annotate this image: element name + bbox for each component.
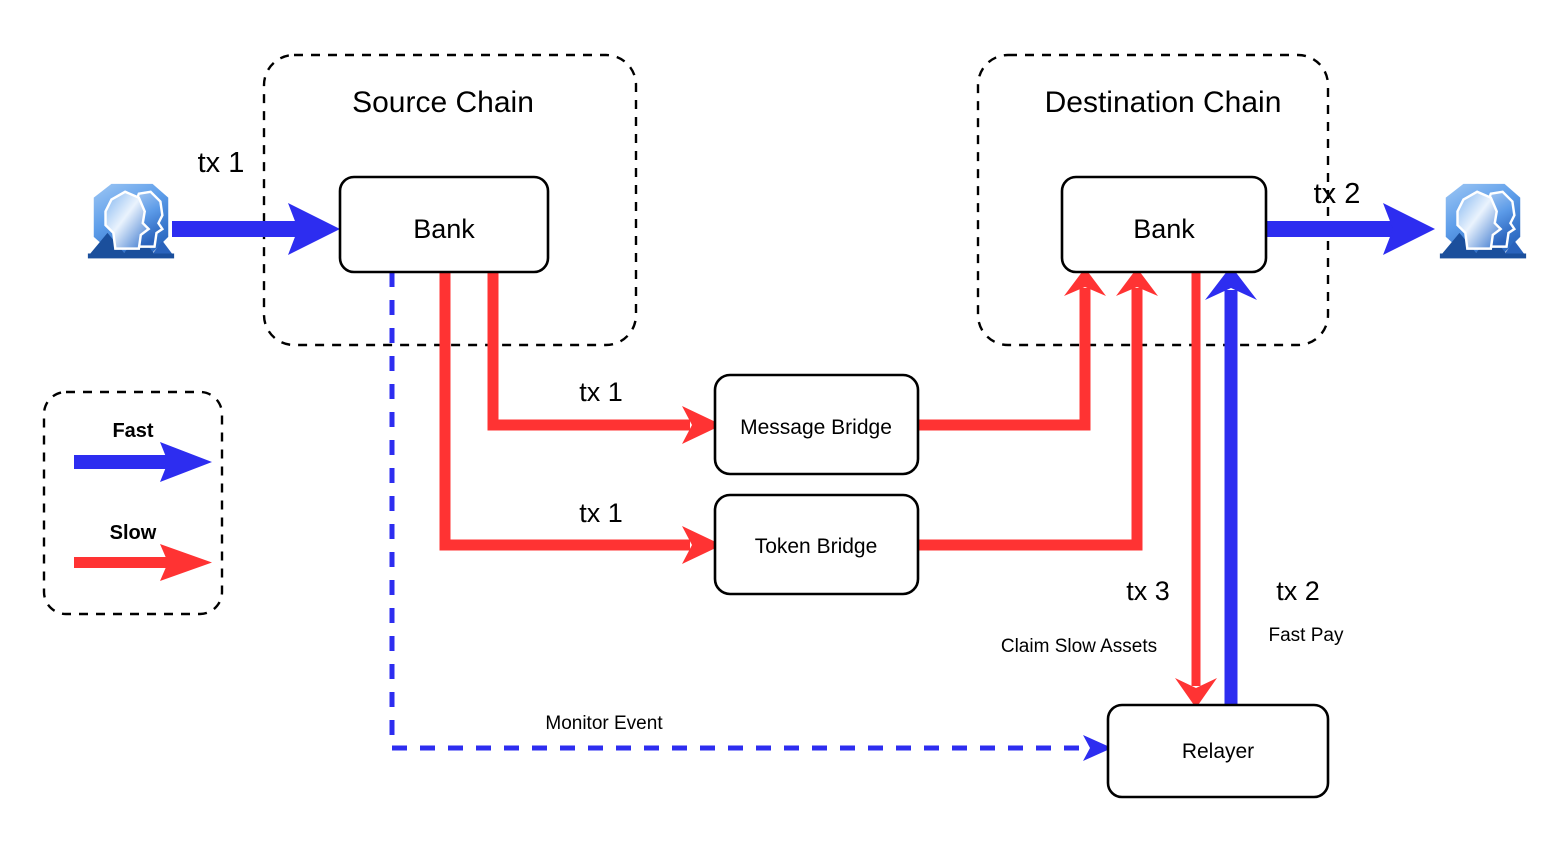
bank-source-label: Bank xyxy=(413,214,475,244)
destination-chain-label: Destination Chain xyxy=(1045,86,1282,119)
bank-destination-label: Bank xyxy=(1133,214,1195,244)
user-receiver-avatar[interactable] xyxy=(1438,182,1528,260)
tx1-message-bridge-label: tx 1 xyxy=(579,377,623,407)
message-bridge-label: Message Bridge xyxy=(740,416,892,439)
legend-arrow-fast xyxy=(74,442,212,482)
users-icon xyxy=(1438,182,1528,260)
bank-destination-node[interactable]: Bank xyxy=(1060,175,1268,274)
tx1-user-label: tx 1 xyxy=(198,147,245,179)
tx2-fastpay-label: tx 2 xyxy=(1276,576,1320,606)
monitor-event-label: Monitor Event xyxy=(545,713,663,734)
edge-relayer-to-bank-fastpay[interactable]: tx 2 Fast Pay xyxy=(1205,266,1344,710)
tx3-label: tx 3 xyxy=(1126,576,1170,606)
edge-bank-to-relayer-claim[interactable]: tx 3 Claim Slow Assets xyxy=(1001,272,1217,708)
bank-source-node[interactable]: Bank xyxy=(338,175,550,274)
edge-monitor-event[interactable]: Monitor Event xyxy=(389,272,1112,761)
legend-arrow-slow xyxy=(74,544,212,581)
relayer-node[interactable]: Relayer xyxy=(1106,703,1330,799)
source-chain-label: Source Chain xyxy=(352,86,534,119)
edge-user-to-source-bank[interactable]: tx 1 xyxy=(172,147,340,255)
user-sender-avatar[interactable] xyxy=(86,182,176,260)
message-bridge-node[interactable]: Message Bridge xyxy=(713,373,920,476)
edge-token-bridge-to-bank[interactable] xyxy=(918,268,1158,551)
edge-bank-to-token-bridge[interactable]: tx 1 xyxy=(439,272,722,564)
edge-destination-bank-to-user[interactable]: tx 2 xyxy=(1265,178,1435,255)
relayer-label: Relayer xyxy=(1182,740,1254,763)
tx1-token-bridge-label: tx 1 xyxy=(579,498,623,528)
edge-message-bridge-to-bank[interactable] xyxy=(918,268,1106,431)
legend: Fast Slow xyxy=(42,390,224,616)
token-bridge-node[interactable]: Token Bridge xyxy=(713,493,920,596)
token-bridge-label: Token Bridge xyxy=(755,535,878,558)
claim-slow-assets-label: Claim Slow Assets xyxy=(1001,636,1157,657)
tx2-user-label: tx 2 xyxy=(1314,178,1361,210)
edge-bank-to-message-bridge[interactable]: tx 1 xyxy=(487,272,722,444)
users-icon xyxy=(86,182,176,260)
legend-label-slow: Slow xyxy=(110,522,157,544)
fast-pay-label: Fast Pay xyxy=(1269,625,1344,646)
destination-chain-container: Destination Chain xyxy=(976,53,1330,347)
source-chain-container: Source Chain xyxy=(262,53,638,347)
legend-label-fast: Fast xyxy=(112,420,153,442)
